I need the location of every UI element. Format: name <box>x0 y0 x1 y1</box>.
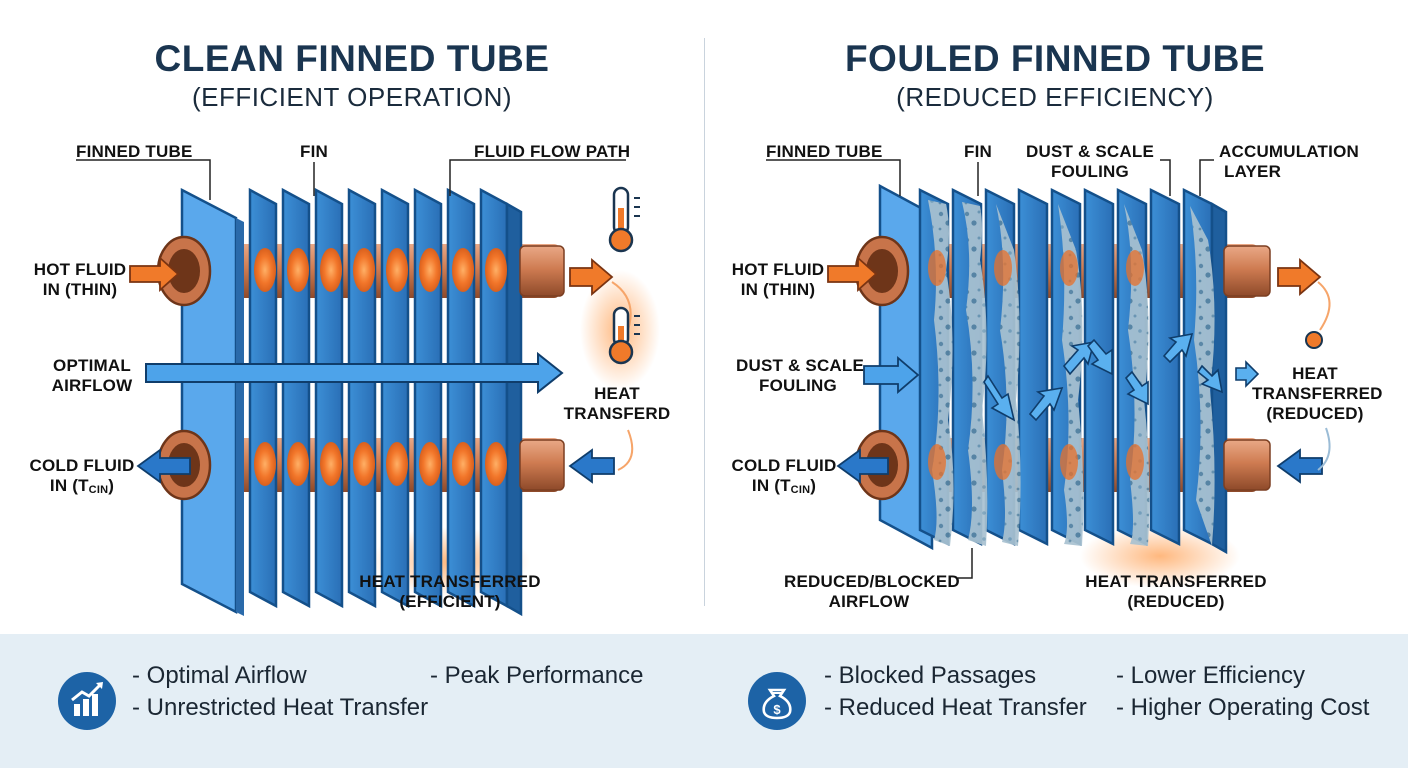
label-line: HEAT TRANSFERRED <box>359 572 541 591</box>
label-fin-fouled: FIN <box>964 142 992 161</box>
right-tube-openings <box>854 235 910 501</box>
label-line: DUST & SCALE <box>1025 142 1155 161</box>
label-line: HEAT <box>594 384 640 403</box>
label-line: OPTIMAL <box>53 356 131 375</box>
left-leader-lines <box>76 159 626 200</box>
label-heat-transferred-reduced: HEAT TRANSFERRED (REDUCED) <box>1076 572 1276 612</box>
label-line: IN (THIN) <box>740 280 816 299</box>
left-cold-out-arrow <box>136 448 191 484</box>
left-optimal-airflow-arrow <box>145 351 564 395</box>
label-fluid-flow-path: FLUID FLOW PATH <box>474 142 631 161</box>
label-line: COLD FLUID <box>29 456 135 475</box>
money-bag-icon: $ <box>748 672 806 730</box>
left-panel-title: CLEAN FINNED TUBE <box>154 38 550 79</box>
label-accumulation-layer: ACCUMULATION LAYER <box>1214 142 1364 182</box>
label-subscript: CIN <box>790 484 811 496</box>
svg-text:$: $ <box>773 702 781 717</box>
label-line: IN (TCIN) <box>724 476 844 500</box>
label-line: LAYER <box>1224 162 1282 181</box>
label-line: ACCUMULATION <box>1219 142 1359 161</box>
label-text: ) <box>108 476 115 495</box>
right-hot-in-arrow <box>827 255 878 293</box>
label-finned-tube-fouled: FINNED TUBE <box>766 142 883 161</box>
label-reduced-blocked-airflow: REDUCED/BLOCKED AIRFLOW <box>784 572 960 612</box>
left-hot-in-arrow <box>129 255 180 293</box>
label-heat-transferred-reduced-side: HEAT TRANSFERRED (REDUCED) <box>1252 364 1383 424</box>
label-line: (REDUCED) <box>1127 592 1225 611</box>
footer-item: - Peak Performance <box>430 662 644 689</box>
label-line: COLD FLUID <box>731 456 837 475</box>
label-optimal-airflow: OPTIMAL AIRFLOW <box>42 356 142 396</box>
label-line: IN (TCIN) <box>24 476 140 500</box>
label-subscript: CIN <box>88 484 109 496</box>
right-panel-subtitle: (REDUCED EFFICIENCY) <box>896 82 1214 112</box>
left-hot-spots <box>254 248 507 486</box>
summary-footer: - Optimal Airflow - Peak Performance - U… <box>0 634 1408 768</box>
left-hot-out-arrow <box>569 258 614 296</box>
left-fins <box>248 187 523 617</box>
label-cold-fluid-in-fouled: COLD FLUID IN (TCIN) <box>724 456 844 500</box>
label-text: IN (T <box>49 476 89 495</box>
label-line: REDUCED/BLOCKED <box>784 572 960 591</box>
label-line: TRANSFERRED <box>1252 384 1383 403</box>
label-heat-transferred-efficient: HEAT TRANSFERRED (EFFICIENT) <box>350 572 550 612</box>
thermometer-icon <box>608 186 640 253</box>
panel-divider <box>704 38 705 606</box>
label-line: (REDUCED) <box>1266 404 1364 423</box>
right-panel-title: FOULED FINNED TUBE <box>844 38 1266 79</box>
left-cold-in-arrow <box>568 448 615 484</box>
footer-item: - Reduced Heat Transfer <box>824 694 1087 721</box>
left-panel-subtitle: (EFFICIENT OPERATION) <box>191 82 513 112</box>
label-dust-scale-side: DUST & SCALE FOULING <box>736 356 865 396</box>
right-leader-lines <box>766 159 1214 579</box>
label-line: AIRFLOW <box>828 592 910 611</box>
label-text: ) <box>810 476 817 495</box>
label-line: FOULING <box>1051 162 1129 181</box>
label-line: (EFFICIENT) <box>399 592 501 611</box>
footer-item: - Higher Operating Cost <box>1116 694 1370 721</box>
right-hot-out-arrow <box>1277 258 1322 296</box>
label-line: TRANSFERD <box>563 404 671 423</box>
label-text: IN (T <box>751 476 791 495</box>
performance-chart-icon <box>58 672 116 730</box>
label-hot-fluid-in-fouled: HOT FLUID IN (THIN) <box>728 260 828 300</box>
right-cold-out-arrow <box>836 448 889 484</box>
label-line: AIRFLOW <box>51 376 133 395</box>
thermometer-icon <box>608 306 640 365</box>
label-line: IN (THIN) <box>42 280 118 299</box>
label-line: HEAT <box>1292 364 1338 383</box>
footer-item: - Blocked Passages <box>824 662 1037 689</box>
footer-item: - Unrestricted Heat Transfer <box>132 694 429 721</box>
disrupted-airflow-arrows <box>983 332 1260 422</box>
label-finned-tube: FINNED TUBE <box>76 142 193 161</box>
label-heat-transferd: HEAT TRANSFERD <box>562 384 672 424</box>
right-cold-in-arrow <box>1276 448 1323 484</box>
label-line: HOT FLUID <box>33 260 127 279</box>
label-line: FOULING <box>759 376 837 395</box>
footer-item: - Lower Efficiency <box>1116 662 1305 689</box>
label-dust-scale-top: DUST & SCALE FOULING <box>1020 142 1160 182</box>
label-fin: FIN <box>300 142 328 161</box>
label-hot-fluid-in: HOT FLUID IN (THIN) <box>30 260 130 300</box>
right-hot-spots <box>928 250 1144 480</box>
label-line: HEAT TRANSFERRED <box>1085 572 1267 591</box>
right-heat-glow <box>1080 524 1240 588</box>
right-fouling-in-arrow <box>863 356 920 394</box>
footer-item: - Optimal Airflow <box>132 662 307 689</box>
label-cold-fluid-in: COLD FLUID IN (TCIN) <box>24 456 140 500</box>
heat-exchanger-diagram <box>76 159 1331 617</box>
label-line: HOT FLUID <box>731 260 825 279</box>
label-line: DUST & SCALE <box>736 356 865 375</box>
